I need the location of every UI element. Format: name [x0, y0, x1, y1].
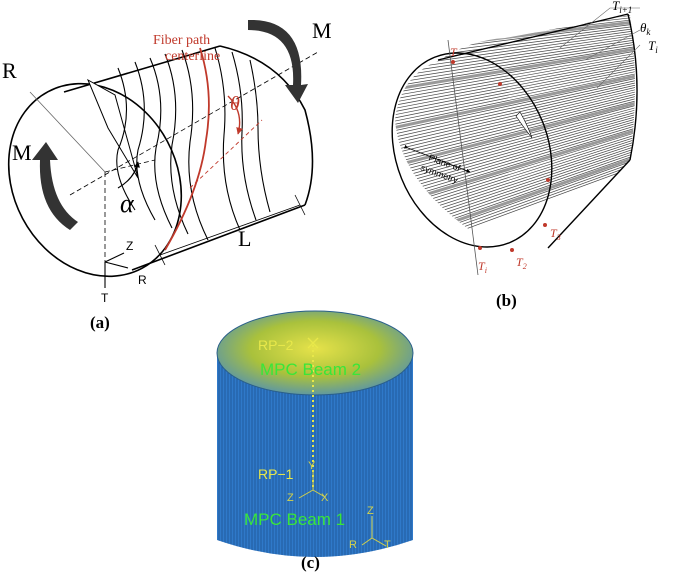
caption-a: (a): [90, 313, 110, 332]
rp2-marker: [307, 337, 319, 349]
fiber-line: [395, 36, 635, 74]
label-fiber-line1: Fiber path: [153, 33, 210, 48]
axis-label-Z-corner: Z: [367, 505, 374, 517]
axis-label-T: T: [101, 291, 109, 305]
local-axes-a: [104, 252, 129, 288]
label-M-left: M: [12, 140, 32, 165]
local-axes-c-corner: [361, 516, 387, 547]
fiber-line: [395, 19, 635, 53]
fiber-line: [395, 70, 635, 122]
label-mpc-beam-2: MPC Beam 2: [260, 360, 361, 379]
fiber-line: [395, 90, 635, 151]
label-rp2: RP−2: [258, 337, 294, 353]
axis-lines-a: [29, 51, 319, 262]
axis-label-X: X: [321, 492, 329, 504]
fiber-line: [395, 130, 635, 208]
fiber-line: [395, 119, 635, 192]
fiber-line: [395, 79, 635, 135]
fiber-line: [395, 121, 635, 195]
alpha-arc: [117, 161, 140, 189]
fiber-line: [395, 41, 635, 80]
plane-arrow: [403, 144, 471, 173]
fiber-line: [395, 73, 635, 129]
local-axes-c-center: [298, 470, 326, 499]
fiber-line: [395, 164, 635, 251]
fiber-line: [395, 56, 635, 103]
theta-ref-line: [189, 119, 263, 189]
label-fiber-line2: centerline: [165, 49, 220, 64]
label-T-i-right: Ti: [648, 38, 658, 55]
fiber-line: [395, 54, 635, 100]
label-R: R: [2, 58, 17, 83]
slit-cut: [515, 111, 533, 139]
label-theta-k: θk: [640, 20, 651, 37]
cylinder-c-top: [216, 310, 414, 396]
fiber-line: [395, 46, 635, 91]
label-M-top: M: [312, 18, 332, 43]
cylinder-b-lines: [395, 15, 635, 251]
fiber-line: [395, 135, 635, 214]
fiber-line: [395, 115, 635, 186]
length-dimension: [154, 194, 306, 266]
fiber-line: [395, 127, 635, 206]
fiber-line: [395, 38, 635, 77]
label-rp1: RP−1: [258, 466, 294, 482]
label-T3: T3: [550, 226, 561, 242]
fiber-line: [395, 124, 635, 198]
caption-b: (b): [496, 291, 517, 310]
fiber-curves: [116, 47, 271, 241]
fiber-line: [395, 43, 635, 84]
fiber-line: [395, 65, 635, 116]
axis-label-R-corner: R: [349, 539, 357, 551]
fiber-line: [395, 18, 635, 49]
panel-a: R M M Fiber path centerline θ α L Z R T …: [2, 18, 332, 332]
cylinder-b-outline: [391, 13, 638, 249]
red-markers-b: [451, 60, 550, 252]
fiber-line: [395, 63, 635, 112]
axis-label-T-corner: T: [384, 539, 391, 551]
axis-label-Z: Z: [126, 239, 133, 253]
label-T2: T2: [516, 255, 527, 271]
moment-arrow-left: [32, 142, 78, 230]
fiber-line: [395, 81, 635, 138]
fiber-line: [395, 83, 635, 141]
fiber-line: [395, 50, 635, 93]
fiber-line: [395, 77, 635, 131]
cylinder-a-outline: [7, 45, 314, 278]
caption-c: (c): [301, 553, 320, 572]
label-theta: θ: [230, 93, 240, 115]
fiber-line: [395, 52, 635, 96]
label-T-i-bottom: Ti: [478, 259, 487, 275]
axis-label-Y: Y: [308, 460, 316, 472]
fiber-line: [395, 117, 635, 189]
fiber-line: [395, 92, 635, 154]
fiber-line: [395, 34, 635, 71]
axis-label-R: R: [138, 273, 147, 287]
label-mpc-beam-1: MPC Beam 1: [244, 510, 345, 529]
label-T-i1: Ti+1: [612, 0, 632, 15]
theta-arc: [227, 95, 244, 135]
label-L: L: [238, 226, 251, 251]
fiber-line: [395, 133, 635, 211]
label-alpha: α: [120, 189, 135, 218]
axis-label-Z-center: Z: [287, 492, 294, 504]
panel-c: RP−2 MPC Beam 2 RP−1 MPC Beam 1 Y Z X Z …: [216, 310, 414, 572]
fiber-centerline: [164, 47, 210, 251]
moment-arrow-top: [248, 19, 308, 103]
fiber-line: [395, 72, 635, 125]
fiber-line: [395, 68, 635, 119]
panel-b: Ti+1 θk Ti T Plane of symmetry T3 T2 Ti …: [391, 0, 658, 310]
fiber-line: [395, 45, 635, 87]
label-T-top: T: [450, 45, 458, 59]
fiber-line: [395, 126, 635, 202]
leader-lines-b: [559, 7, 641, 89]
fiber-line: [395, 61, 635, 109]
